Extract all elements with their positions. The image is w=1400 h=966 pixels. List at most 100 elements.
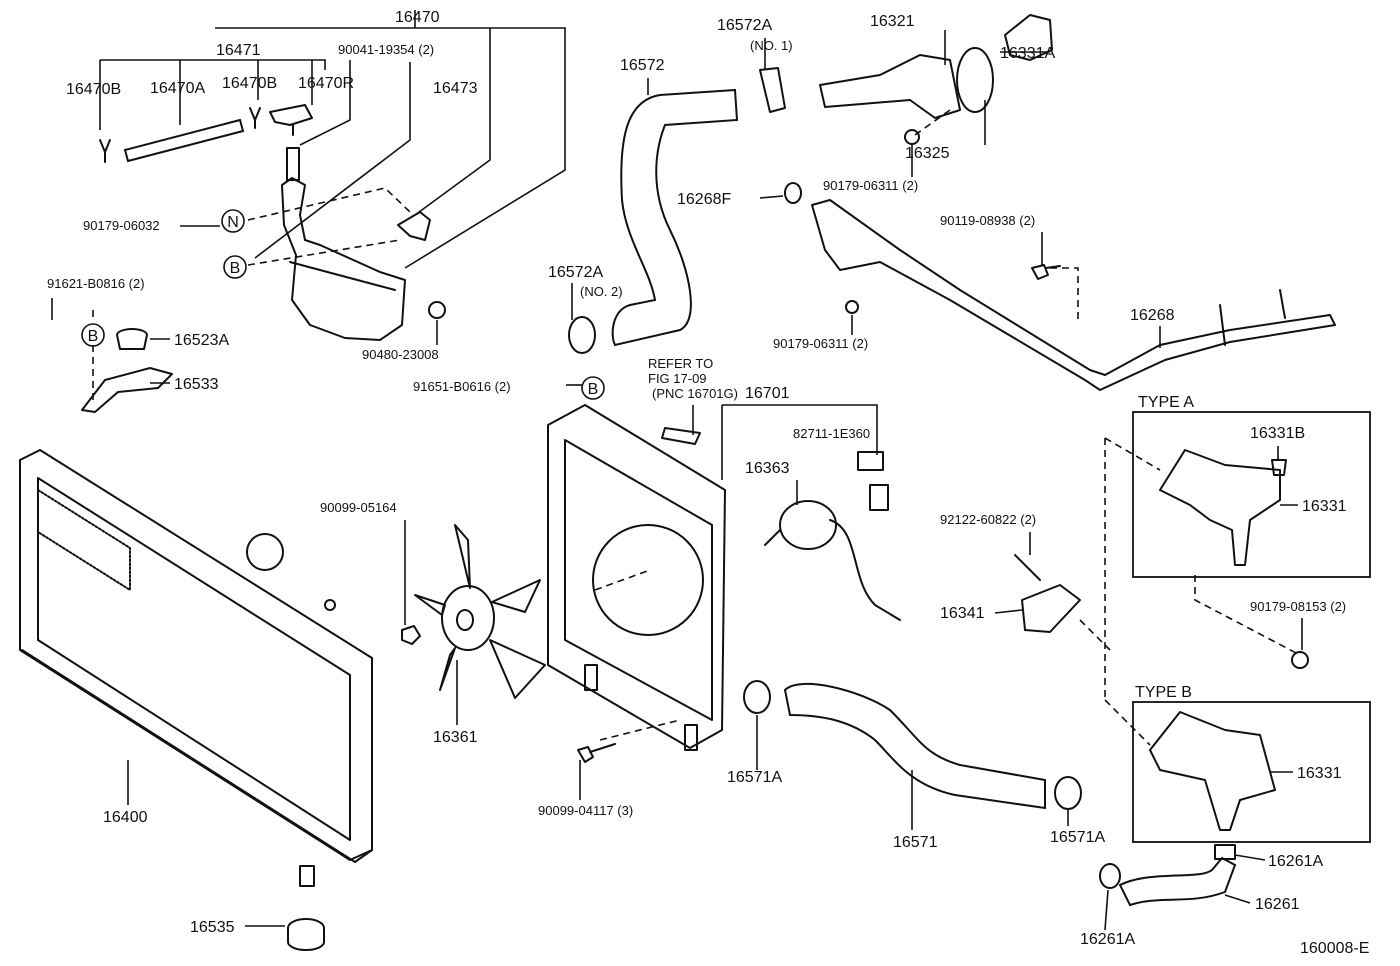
part-label: FIG 17-09	[648, 371, 707, 386]
part-label: REFER TO	[648, 356, 713, 371]
part-label: 16361	[433, 729, 478, 746]
pipe-fittings	[1219, 289, 1286, 346]
gasket-16325	[956, 47, 994, 113]
part-label: 90179-06311 (2)	[823, 178, 918, 193]
clamp-16572A-no2	[568, 316, 596, 354]
figure-code: 160008-E	[1300, 940, 1369, 957]
part-label: 16571A	[727, 769, 782, 786]
callout-circle	[221, 209, 245, 233]
leader-line	[1234, 854, 1266, 861]
lower-hose-16571	[783, 682, 1046, 810]
part-label: 82711-1E360	[793, 426, 870, 441]
leader-line	[759, 195, 784, 199]
part-label: 16341	[940, 605, 985, 622]
reservoir-bracket	[397, 211, 431, 241]
radiator-16400	[19, 449, 373, 887]
part-label: 16268F	[677, 191, 731, 208]
callout-circle	[223, 255, 247, 279]
callout-letter: N	[227, 214, 239, 231]
nut-90179-06311	[904, 129, 920, 145]
bolt-90099-04117	[577, 743, 616, 763]
part-label: 16701	[745, 385, 790, 402]
part-label: 16321	[870, 13, 915, 30]
part-label: 16331	[1302, 498, 1347, 515]
part-label: 16533	[174, 376, 219, 393]
callout-letter: B	[230, 260, 241, 277]
part-label: 16331	[1297, 765, 1342, 782]
water-outlet-16321	[819, 54, 961, 119]
part-label: 16471	[216, 42, 261, 59]
part-label: (NO. 2)	[580, 284, 623, 299]
callout-circle	[81, 323, 105, 347]
thermostat-16331B	[1271, 459, 1287, 476]
part-label: 16572A	[548, 264, 603, 281]
water-inlet-type-b	[1149, 711, 1276, 831]
hose-16261	[1118, 856, 1237, 907]
clamp-16261A	[1099, 863, 1121, 889]
part-label: 16261	[1255, 896, 1300, 913]
part-label: 16470B	[66, 81, 121, 98]
clamp-16261A	[1214, 844, 1236, 860]
nut-90179-08153	[1291, 651, 1309, 669]
part-label: 16363	[745, 460, 790, 477]
part-label: (NO. 1)	[750, 38, 793, 53]
part-label: 16473	[433, 80, 478, 97]
callout-circle	[581, 376, 605, 400]
part-label: 91621-B0816 (2)	[47, 276, 145, 291]
upper-hose-16572	[611, 88, 739, 347]
reservoir-cap	[269, 104, 313, 136]
leader-line	[414, 28, 491, 216]
fan-16361	[414, 524, 546, 699]
part-label: 92122-60822 (2)	[940, 512, 1036, 527]
leader-line	[1224, 894, 1251, 904]
part-label: 90480-23008	[362, 347, 439, 362]
part-label: 16470A	[150, 80, 205, 97]
thermostat-16331A	[1004, 14, 1053, 61]
type-a-box	[1132, 411, 1371, 578]
part-label: 90179-06032	[83, 218, 160, 233]
part-label: 90099-05164	[320, 500, 397, 515]
part-label: TYPE A	[1138, 394, 1194, 411]
parts-illustration	[19, 14, 1371, 951]
cap-16523A	[116, 328, 148, 350]
fan-shroud-16701	[547, 404, 726, 751]
part-label: 90119-08938 (2)	[940, 213, 1035, 228]
part-label: 16325	[905, 145, 950, 162]
clamp-16571A	[1054, 776, 1082, 810]
callout-circles: N B B B	[81, 209, 605, 400]
part-label: 16470R	[298, 75, 354, 92]
clamp-16572A-no1	[759, 67, 786, 113]
callout-letter: B	[88, 328, 99, 345]
callout-letter: B	[588, 381, 599, 398]
part-label: 90041-19354 (2)	[338, 42, 434, 57]
part-label: 90179-08153 (2)	[1250, 599, 1346, 614]
reservoir-tank	[281, 147, 406, 341]
gasket-16341	[1021, 584, 1081, 633]
clamp-16571A	[743, 680, 771, 714]
nut-90179-06311	[845, 300, 859, 314]
nut-90099-05164	[401, 625, 421, 645]
part-label: 91651-B0616 (2)	[413, 379, 511, 394]
water-bypass-pipe-16268	[811, 199, 1336, 391]
leader-line	[299, 60, 351, 146]
leader-line	[100, 59, 326, 70]
bracket-16533	[81, 367, 173, 413]
bolt-90119-08938	[1031, 264, 1061, 280]
fan-motor-16363	[764, 451, 901, 621]
hose-clip	[99, 139, 111, 163]
part-label: 16261A	[1080, 931, 1135, 948]
gasket-16268F	[784, 182, 802, 204]
hose-clip	[249, 107, 261, 129]
part-label: 16572A	[717, 17, 772, 34]
part-label: 90179-06311 (2)	[773, 336, 868, 351]
leader-line	[994, 609, 1023, 614]
stud-92122	[1014, 554, 1041, 581]
part-label: (PNC 16701G)	[652, 386, 738, 401]
part-label: 16571	[893, 834, 938, 851]
type-b-box	[1132, 701, 1371, 843]
part-label: 16261A	[1268, 853, 1323, 870]
part-label: 90099-04117 (3)	[538, 803, 633, 818]
